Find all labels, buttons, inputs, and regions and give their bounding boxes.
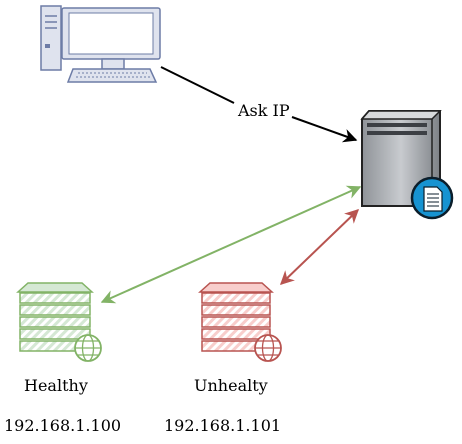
unhealthy-edge	[279, 209, 360, 285]
ask-ip-edge	[160, 66, 235, 104]
document-icon	[410, 176, 454, 220]
workstation-icon	[40, 5, 161, 83]
unhealthy-server-icon	[198, 282, 282, 362]
globe-icon	[254, 334, 282, 362]
ask-ip-edge-arrow	[291, 116, 358, 143]
healthy-ip-label: 192.168.1.100	[4, 416, 122, 435]
unhealthy-label: Unhealty	[194, 376, 268, 395]
healthy-label: Healthy	[24, 376, 88, 395]
healthy-edge	[100, 185, 362, 304]
ask-ip-label: Ask IP	[238, 101, 290, 120]
dns-server-icon	[360, 110, 454, 220]
globe-icon	[74, 334, 102, 362]
unhealthy-ip-label: 192.168.1.101	[164, 416, 282, 435]
healthy-server-icon	[16, 282, 102, 362]
